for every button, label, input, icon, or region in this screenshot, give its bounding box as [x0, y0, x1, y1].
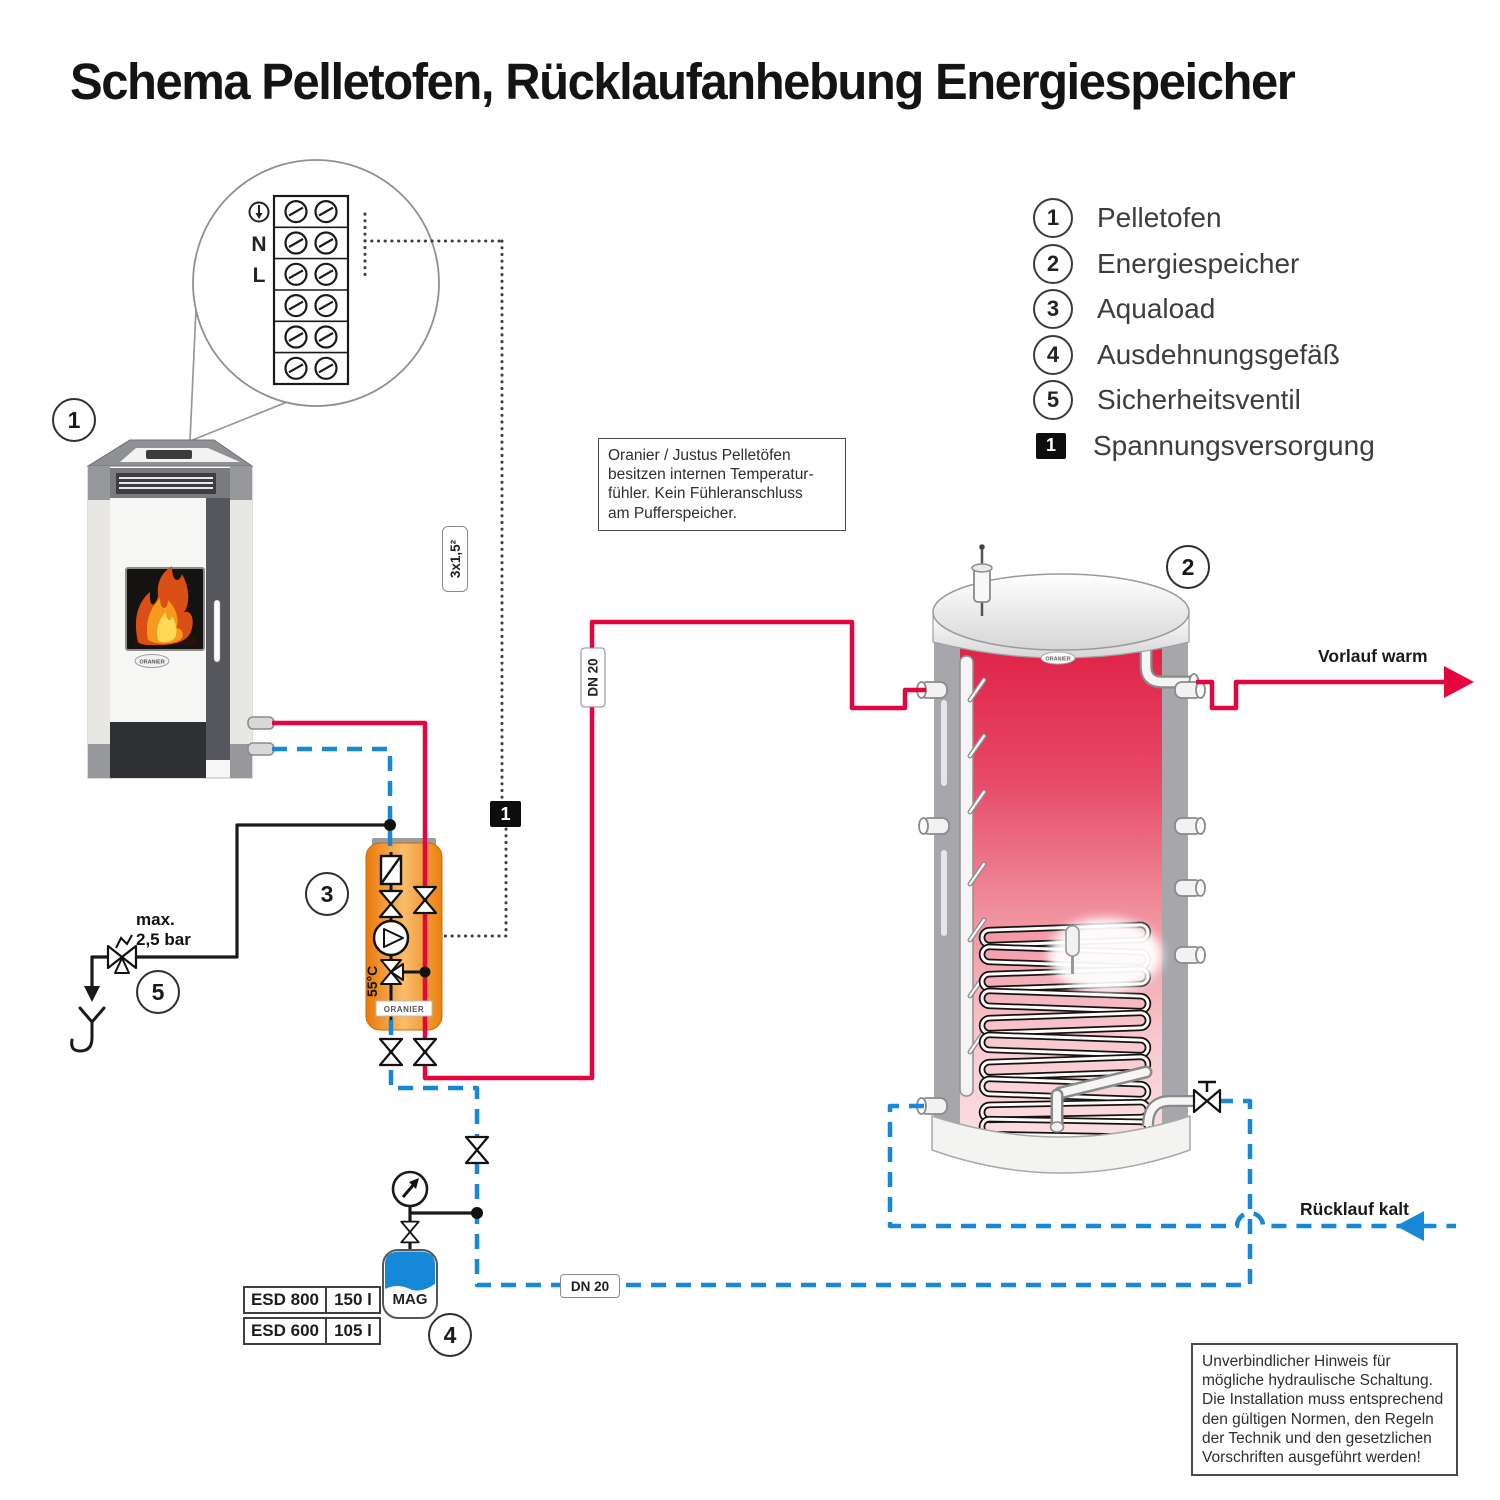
- air-vent-icon: [971, 544, 993, 616]
- legend-item-pelletofen: 1 Pelletofen: [1033, 198, 1375, 238]
- ruecklauf-kalt-label: Rücklauf kalt: [1300, 1199, 1409, 1219]
- tank-port: [1174, 946, 1206, 964]
- stove-supply-stub: [247, 716, 275, 730]
- coil-connection-pipes: [1049, 1065, 1196, 1133]
- legend: 1 Pelletofen 2 Energiespeicher 3 Aqualoa…: [1033, 198, 1375, 472]
- terminal-label-line: L: [253, 264, 266, 287]
- esd-volume: 150 l: [325, 1286, 381, 1314]
- page-title: Schema Pelletofen, Rücklaufanhebung Ener…: [70, 53, 1296, 110]
- tank-port: [1174, 681, 1206, 699]
- sensor-note-box: Oranier / Justus Pelletöfen besitzen int…: [598, 438, 846, 531]
- pipe-junction: [384, 819, 396, 831]
- ruecklauf-arrowhead: [1396, 1211, 1424, 1241]
- legend-label: Ausdehnungsgefäß: [1097, 338, 1340, 370]
- stratification-lance: [959, 655, 987, 1097]
- legend-item-aquaload: 3 Aquaload: [1033, 289, 1375, 329]
- door-handle: [213, 599, 221, 663]
- disclaimer-box: Unverbindlicher Hinweis für mögliche hyd…: [1191, 1343, 1458, 1477]
- legend-num-5: 5: [1033, 380, 1073, 420]
- return-pipe-blue: [272, 746, 1456, 1288]
- marker-mag: 4: [428, 1313, 472, 1357]
- expansion-vessel-mag: [382, 1249, 438, 1319]
- aquaload-internals: 55°C ORANIER: [364, 852, 433, 1020]
- cable-size-label: 3x1,5²: [442, 526, 468, 592]
- safety-valve-icon: [106, 934, 138, 974]
- esd-model: ESD 800: [243, 1286, 327, 1314]
- tank-port: [1174, 879, 1206, 897]
- sensor-highlight-oval: [1048, 918, 1162, 992]
- marker-safety: 5: [136, 970, 180, 1014]
- pressure-gauge-icon: [391, 1170, 429, 1208]
- marker-stove: 1: [52, 398, 96, 442]
- tank-base-skirt: [931, 1114, 1191, 1174]
- legend-num-2: 2: [1033, 243, 1073, 284]
- marker-tank: 2: [1166, 545, 1210, 589]
- legend-label: Energiespeicher: [1097, 247, 1300, 279]
- legend-power-square: 1: [1036, 432, 1066, 459]
- aquaload-brand-label: ORANIER: [384, 1005, 424, 1014]
- three-way-mixing-valve-icon: [380, 959, 420, 985]
- esd-model-table: ESD 800 150 l ESD 600 105 l: [243, 1286, 381, 1348]
- legend-label: Spannungsversorgung: [1093, 429, 1375, 461]
- valve-icon: [464, 1135, 490, 1165]
- mag-gas-cushion: [385, 1251, 435, 1291]
- tank-port: [918, 817, 950, 835]
- terminal-detail-callout: N L: [189, 159, 440, 442]
- tank-lid: ORANIER: [932, 573, 1190, 665]
- power-supply-marker: 1: [490, 801, 521, 827]
- max-pressure-label: max. 2,5 bar: [136, 910, 191, 949]
- legend-label: Pelletofen: [1097, 202, 1222, 233]
- valve-icon: [400, 1220, 420, 1244]
- vorlauf-warm-label: Vorlauf warm: [1318, 646, 1428, 666]
- supply-pipe-red: [272, 619, 1446, 1081]
- stove-brand-logo: ORANIER: [139, 660, 164, 666]
- valve-icon: [412, 1037, 438, 1067]
- dn20-supply-label: DN 20: [580, 647, 606, 708]
- legend-label: Sicherheitsventil: [1097, 384, 1301, 415]
- pipe-junction: [419, 966, 431, 978]
- dn20-return-label: DN 20: [560, 1274, 620, 1298]
- vorlauf-arrowhead: [1444, 666, 1474, 698]
- energy-storage-tank: ORANIER: [916, 544, 1206, 1174]
- power-cable-dotted-line: [363, 212, 508, 938]
- pellet-stove: ORANIER: [86, 439, 275, 779]
- legend-label: Aquaload: [1097, 293, 1216, 324]
- legend-item-ausdehnungsgefaess: 4 Ausdehnungsgefäß: [1033, 334, 1375, 375]
- terminal-block: N L: [248, 194, 350, 386]
- tank-port: [1174, 817, 1206, 835]
- esd-volume: 105 l: [325, 1317, 381, 1345]
- mag-label: MAG: [392, 1291, 428, 1308]
- svg-text:1: 1: [500, 804, 510, 824]
- legend-item-energiespeicher: 2 Energiespeicher: [1033, 243, 1375, 284]
- legend-num-3: 3: [1033, 289, 1073, 329]
- check-valve-icon: [379, 854, 403, 886]
- sensor-pocket-icon: [1065, 925, 1080, 974]
- terminal-label-neutral: N: [251, 233, 266, 256]
- fire-window: [125, 566, 205, 651]
- legend-item-sicherheitsventil: 5 Sicherheitsventil: [1033, 380, 1375, 420]
- legend-num-4: 4: [1033, 334, 1073, 375]
- esd-row: ESD 800 150 l: [243, 1286, 381, 1314]
- mix-temp-label: 55°C: [364, 966, 380, 997]
- tank-drain-valve-icon: [1192, 1080, 1222, 1114]
- valve-icon: [378, 1037, 404, 1067]
- legend-item-spannungsversorgung: 1 Spannungsversorgung: [1033, 427, 1375, 465]
- marker-aquaload: 3: [305, 872, 349, 916]
- pump-icon: [372, 919, 410, 957]
- earth-icon: [248, 201, 270, 223]
- esd-model: ESD 600: [243, 1317, 327, 1345]
- legend-num-1: 1: [1033, 198, 1073, 238]
- esd-row: ESD 600 105 l: [243, 1317, 381, 1345]
- pipe-junction: [471, 1207, 483, 1219]
- stove-return-stub: [247, 742, 275, 756]
- drain-funnel-icon: [70, 1006, 106, 1053]
- tank-brand-logo: ORANIER: [1045, 657, 1070, 663]
